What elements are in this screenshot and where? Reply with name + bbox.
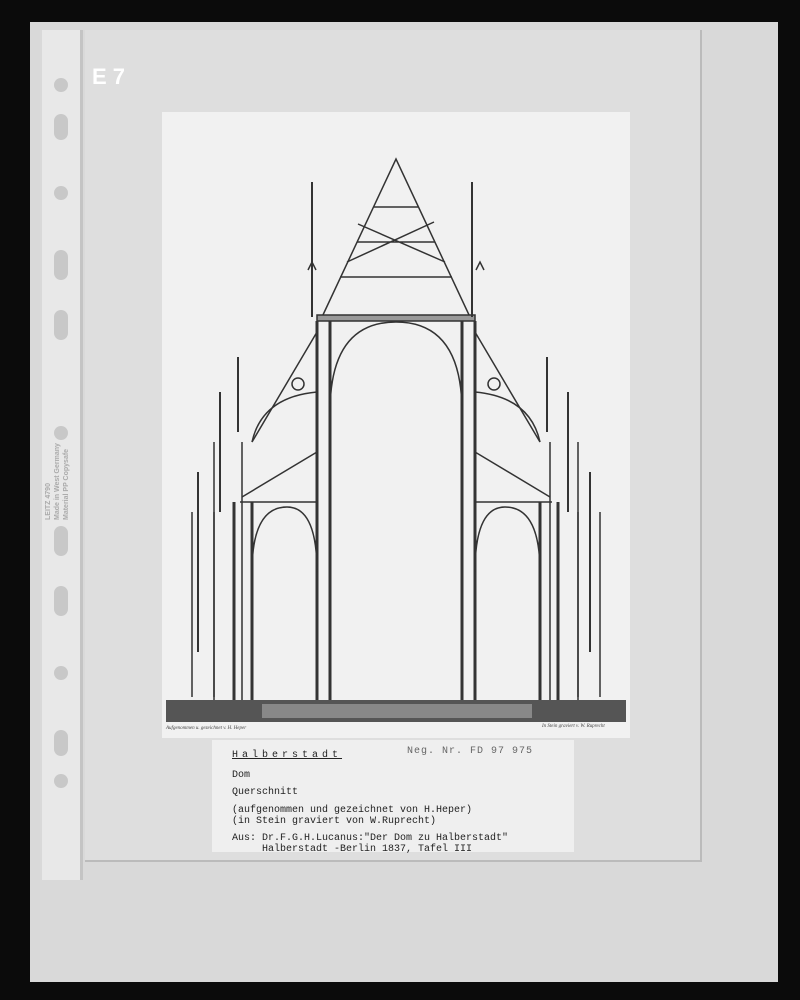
brand-line: Made in West Germany [54, 443, 61, 520]
brand-line: LEITZ 4790 [45, 483, 52, 520]
source-line-1: Aus: Dr.F.G.H.Lucanus:"Der Dom zu Halber… [232, 833, 509, 844]
punch-hole [54, 114, 68, 140]
punch-hole [54, 526, 68, 556]
drawing-caption-left: Aufgenommen u. gezeichnet v. H. Heper [166, 726, 247, 731]
punch-hole [54, 426, 68, 440]
sheet-id: E 7 [92, 64, 126, 89]
punch-hole [54, 666, 68, 680]
negative-number: Neg. Nr. FD 97 975 [407, 746, 534, 757]
punched-strip [42, 30, 83, 880]
catalog-label: Halberstadt Neg. Nr. FD 97 975 Dom Quers… [212, 740, 574, 855]
cathedral-illustration [166, 157, 626, 722]
punch-hole [54, 730, 68, 756]
punch-hole [54, 78, 68, 92]
credit-drawn: (aufgenommen und gezeichnet von H.Heper) [232, 805, 473, 816]
punch-hole [54, 586, 68, 616]
city-title: Halberstadt [232, 750, 343, 761]
credit-engraved: (in Stein graviert von W.Ruprecht) [232, 816, 437, 827]
punch-hole [54, 186, 68, 200]
punch-hole [54, 310, 68, 340]
source-line-2: Halberstadt -Berlin 1837, Tafel III [232, 844, 473, 855]
cathedral-cross-section-drawing: Aufgenommen u. gezeichnet v. H. Heper In… [162, 112, 630, 738]
building: Dom [232, 770, 251, 781]
view-type: Querschnitt [232, 787, 299, 798]
brand-line: Material PP Copysafe [63, 448, 70, 520]
drawing-caption-right: In Stein graviert v. W. Ruprecht [542, 724, 605, 729]
punch-hole [54, 250, 68, 280]
punch-hole [54, 774, 68, 788]
